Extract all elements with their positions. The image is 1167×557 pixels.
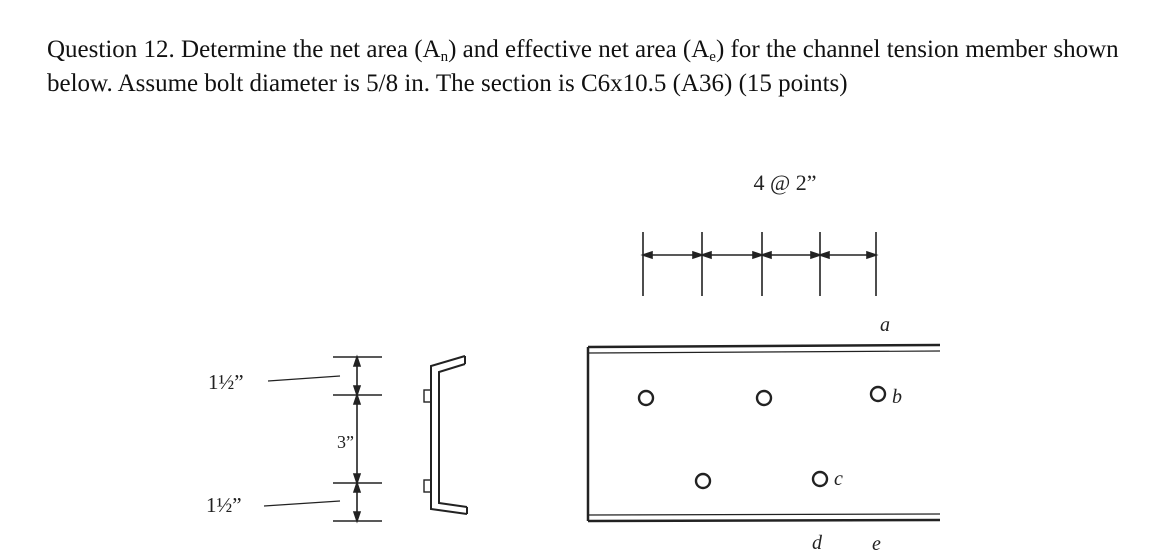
subscript-n: n xyxy=(440,49,449,65)
question-text: Question 12. Determine the net area (An)… xyxy=(47,33,1147,101)
channel-plan-view xyxy=(586,343,941,523)
gage-dimension xyxy=(263,354,382,524)
hole-label-d: d xyxy=(812,532,823,554)
subscript-e: e xyxy=(709,49,716,65)
bolt-hole xyxy=(637,389,655,407)
hole-label-a: a xyxy=(880,314,890,336)
bolt-hole xyxy=(811,470,829,488)
bolt-hole xyxy=(755,389,773,407)
hole-label-b: b xyxy=(892,386,902,408)
bolt-hole xyxy=(869,385,887,403)
hole-label-c: c xyxy=(834,468,843,490)
hole-label-e: e xyxy=(872,533,881,555)
dim-bottom-label: 1½” xyxy=(206,493,242,517)
dim-top-label: 1½” xyxy=(208,370,244,394)
channel-cross-section xyxy=(423,355,468,515)
bolt-hole xyxy=(694,472,712,490)
question-part-2: ) and effective net area (A xyxy=(448,36,710,63)
question-part-1: Question 12. Determine the net area (A xyxy=(47,36,441,63)
spacing-dimension xyxy=(640,232,879,296)
dim-mid-label: 3” xyxy=(337,432,354,452)
question-part-3: ) for the channel tension member shown b… xyxy=(47,36,1119,97)
spacing-label: 4 @ 2” xyxy=(753,170,816,195)
bolt-holes xyxy=(637,385,887,490)
